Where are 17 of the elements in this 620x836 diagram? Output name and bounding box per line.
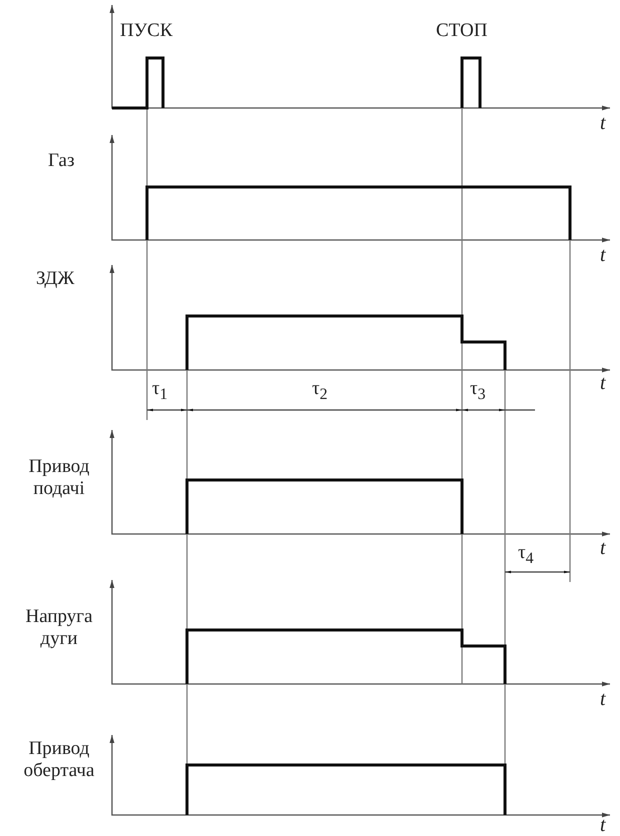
axis-label: t xyxy=(600,814,606,836)
signal-label: Привод подачі xyxy=(28,456,90,500)
signal-label: СТОП xyxy=(436,20,488,42)
axis-label: t xyxy=(600,537,606,559)
signal-label: Привод обертача xyxy=(22,738,96,782)
signal-label: Газ xyxy=(48,150,74,172)
signal-label: ПУСК xyxy=(120,20,173,42)
time-interval-label: τ$_{3}$ xyxy=(470,378,486,405)
time-interval-label: τ$_{4}$ xyxy=(518,542,534,569)
signal-label: ЗДЖ xyxy=(36,268,74,290)
axis-label: t xyxy=(600,244,606,266)
axis-label: t xyxy=(600,372,606,394)
time-interval-label: τ$_{1}$ xyxy=(152,378,168,405)
axis-label: t xyxy=(600,112,606,134)
axis-label: t xyxy=(600,688,606,710)
signal-label: Напруга дуги xyxy=(24,606,94,650)
time-interval-label: τ$_{2}$ xyxy=(312,378,328,405)
